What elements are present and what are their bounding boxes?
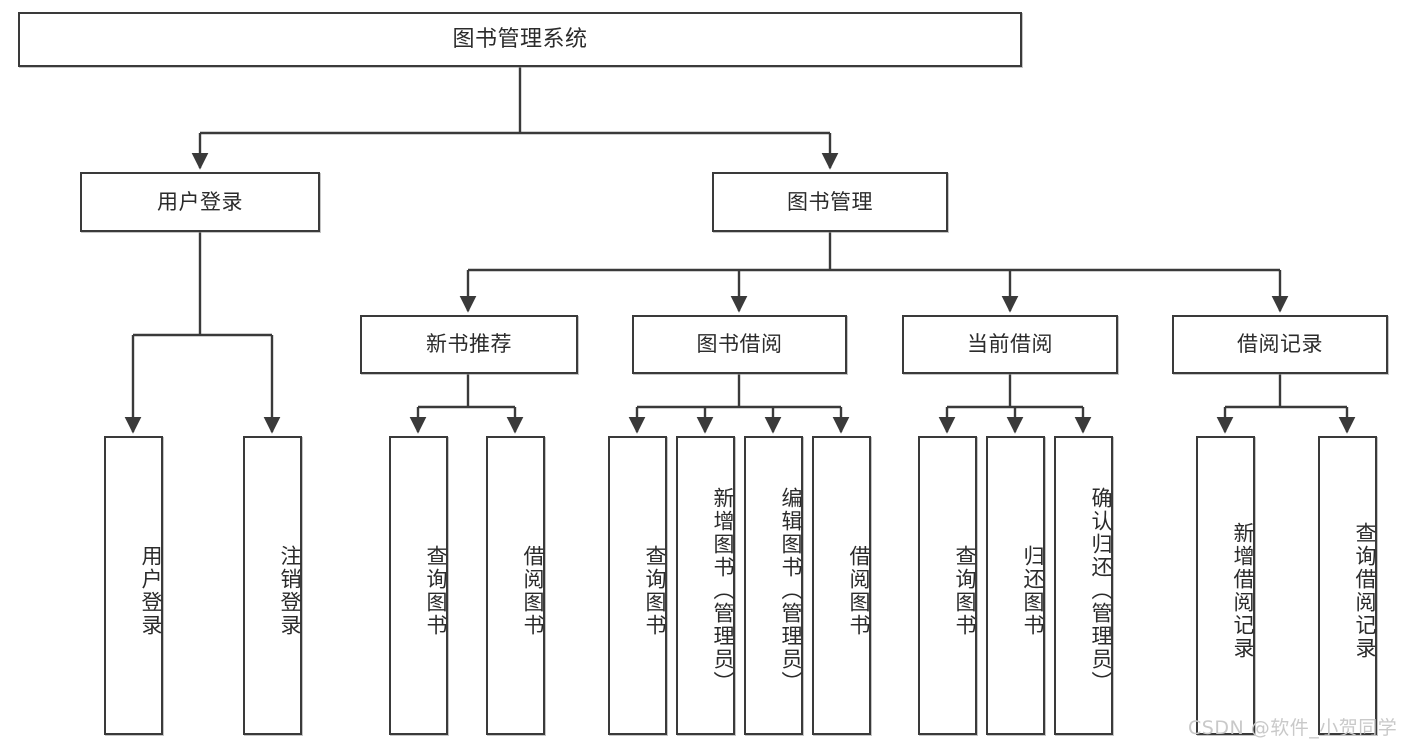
node-leaf-logout-label: 注销登录 <box>278 544 302 637</box>
node-leaf-confirm-return-admin-label: 确认归还（管理员） <box>1089 487 1113 694</box>
node-borrow-records[interactable]: 借阅记录 <box>1172 315 1388 374</box>
node-new-book-recommend[interactable]: 新书推荐 <box>360 315 578 374</box>
node-leaf-logout[interactable]: 注销登录 <box>243 436 302 735</box>
node-leaf-add-borrow-record[interactable]: 新增借阅记录 <box>1196 436 1255 735</box>
node-book-management[interactable]: 图书管理 <box>712 172 948 232</box>
node-leaf-query-book-new[interactable]: 查询图书 <box>389 436 448 735</box>
node-leaf-user-login-label: 用户登录 <box>139 544 163 637</box>
node-borrow-records-label: 借阅记录 <box>1237 332 1323 357</box>
node-leaf-query-book-borrow-label: 查询图书 <box>643 544 667 637</box>
node-book-borrow-label: 图书借阅 <box>696 332 783 357</box>
node-current-borrow-label: 当前借阅 <box>967 332 1053 357</box>
node-book-management-label: 图书管理 <box>787 189 873 214</box>
node-leaf-return-book[interactable]: 归还图书 <box>986 436 1045 735</box>
node-book-borrow[interactable]: 图书借阅 <box>632 315 847 374</box>
node-leaf-return-book-label: 归还图书 <box>1021 544 1045 637</box>
node-leaf-add-borrow-record-label: 新增借阅记录 <box>1231 521 1255 660</box>
node-leaf-query-borrow-record-label: 查询借阅记录 <box>1353 521 1377 660</box>
node-leaf-borrow-book-new[interactable]: 借阅图书 <box>486 436 545 735</box>
node-leaf-add-book-admin[interactable]: 新增图书（管理员） <box>676 436 735 735</box>
node-leaf-add-book-admin-label: 新增图书（管理员） <box>711 487 735 694</box>
node-leaf-edit-book-admin[interactable]: 编辑图书（管理员） <box>744 436 803 735</box>
node-leaf-user-login[interactable]: 用户登录 <box>104 436 163 735</box>
node-root-label: 图书管理系统 <box>452 26 588 52</box>
node-root[interactable]: 图书管理系统 <box>18 12 1022 67</box>
node-leaf-query-borrow-record[interactable]: 查询借阅记录 <box>1318 436 1377 735</box>
node-leaf-edit-book-admin-label: 编辑图书（管理员） <box>779 487 803 694</box>
node-leaf-query-book-current-label: 查询图书 <box>953 544 977 637</box>
watermark-text: CSDN @软件_小贺同学 <box>1188 717 1398 739</box>
node-new-book-recommend-label: 新书推荐 <box>426 332 512 357</box>
node-leaf-confirm-return-admin[interactable]: 确认归还（管理员） <box>1054 436 1113 735</box>
node-current-borrow[interactable]: 当前借阅 <box>902 315 1118 374</box>
node-leaf-borrow-book[interactable]: 借阅图书 <box>812 436 871 735</box>
node-user-login-label: 用户登录 <box>157 189 243 214</box>
node-leaf-query-book-new-label: 查询图书 <box>424 544 448 637</box>
node-leaf-borrow-book-new-label: 借阅图书 <box>521 544 545 637</box>
node-leaf-query-book-current[interactable]: 查询图书 <box>918 436 977 735</box>
node-leaf-borrow-book-label: 借阅图书 <box>847 544 871 637</box>
node-leaf-query-book-borrow[interactable]: 查询图书 <box>608 436 667 735</box>
node-user-login[interactable]: 用户登录 <box>80 172 320 232</box>
